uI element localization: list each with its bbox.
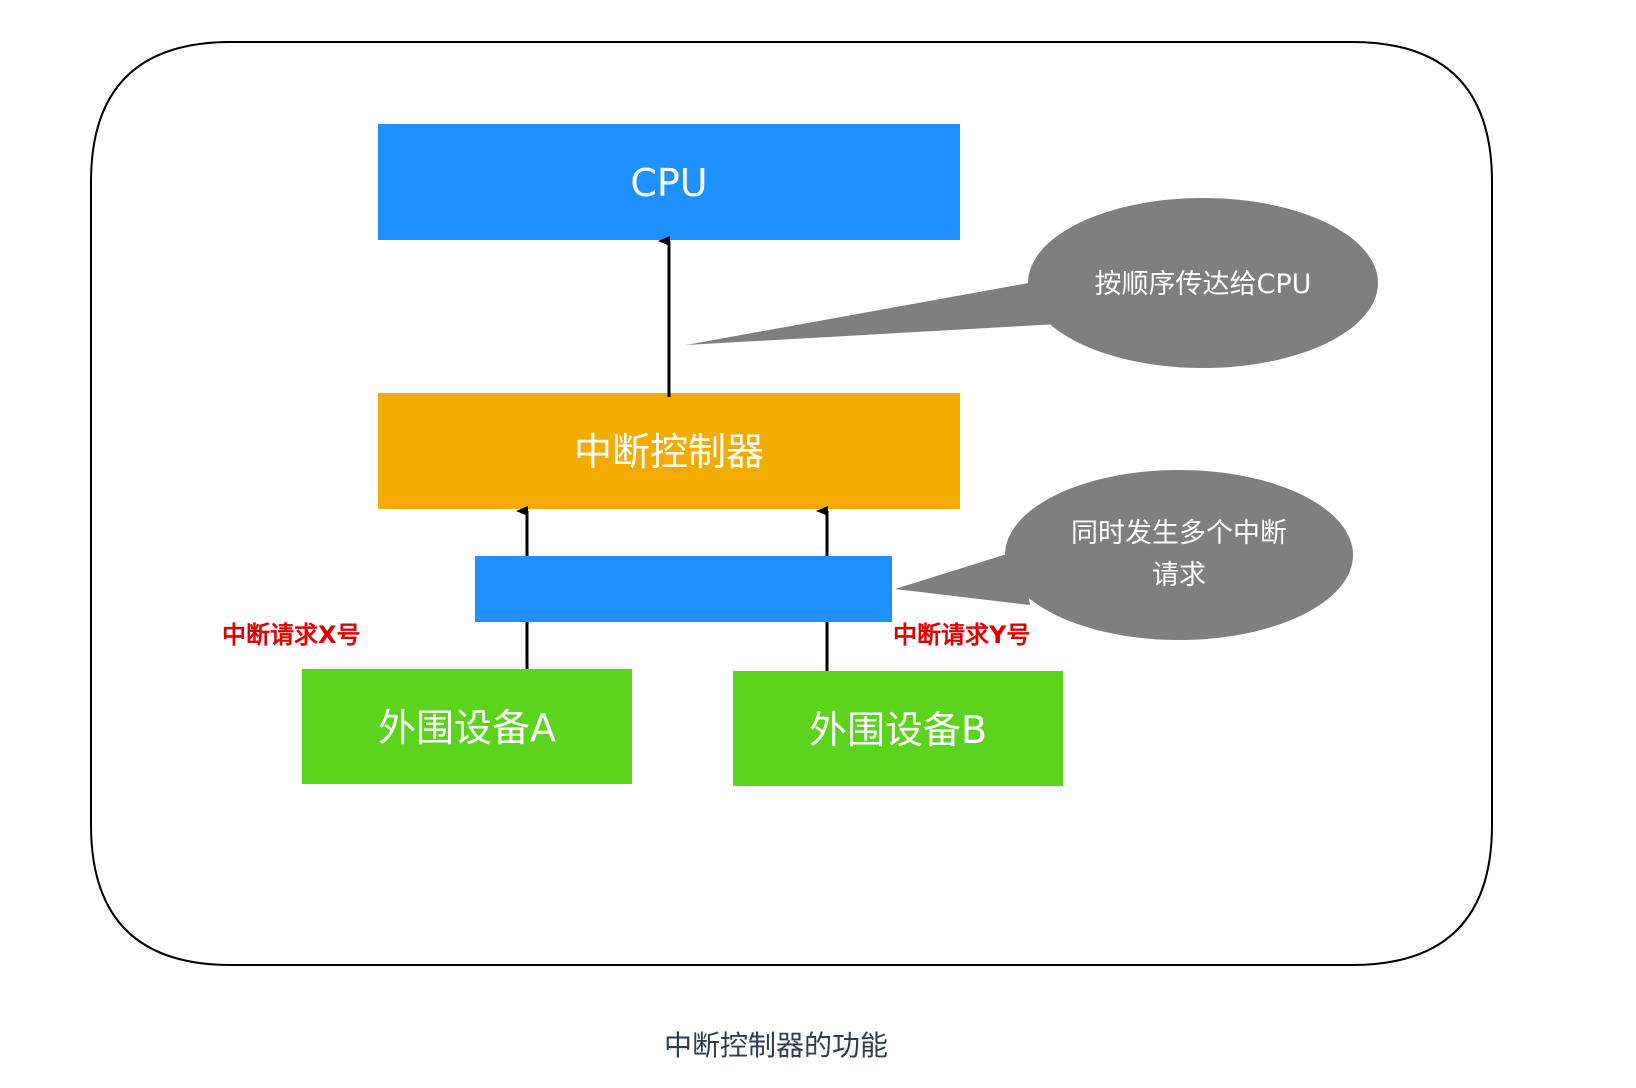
- outer-frame: [90, 41, 1493, 966]
- cpu-box: [378, 124, 960, 240]
- request-label-x: 中断请求X号: [222, 621, 361, 649]
- controller-label: 中断控制器: [574, 430, 764, 474]
- callout-simultaneous-bubble: [1005, 470, 1353, 640]
- callout-sequential-text: 按顺序传达给CPU: [1095, 269, 1312, 300]
- callout-simultaneous-tail: [895, 550, 1030, 605]
- device-a-box: [302, 669, 632, 784]
- device-b-box: [733, 671, 1063, 786]
- callout-simultaneous: 同时发生多个中断 请求: [895, 470, 1353, 640]
- cpu-label: CPU: [630, 161, 707, 205]
- callout-simultaneous-text-line2: 请求: [1152, 560, 1206, 591]
- controller-node: 中断控制器: [378, 393, 960, 509]
- callout-simultaneous-text-line1: 同时发生多个中断: [1071, 518, 1287, 549]
- callout-sequential-tail: [686, 280, 1058, 345]
- callout-sequential-bubble: [1028, 198, 1378, 368]
- interrupt-bus-bar: [475, 556, 892, 622]
- callout-sequential: 按顺序传达给CPU: [686, 198, 1378, 368]
- device-a-node: 外围设备A: [302, 669, 632, 784]
- cpu-node: CPU: [378, 124, 960, 240]
- device-a-label: 外围设备A: [378, 706, 556, 750]
- device-b-node: 外围设备B: [733, 671, 1063, 786]
- figure-caption: 中断控制器的功能: [663, 1029, 888, 1062]
- device-b-label: 外围设备B: [809, 708, 987, 752]
- controller-box: [378, 393, 960, 509]
- request-label-y: 中断请求Y号: [893, 621, 1030, 649]
